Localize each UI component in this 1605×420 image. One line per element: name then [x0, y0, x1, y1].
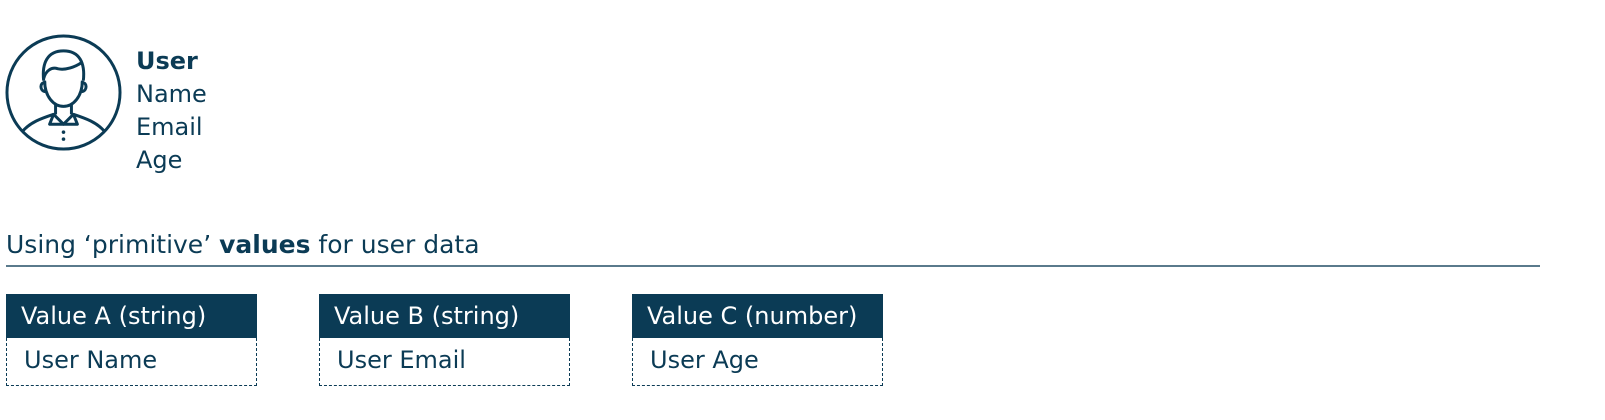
value-box-b: Value B (string) User Email: [319, 294, 570, 386]
caption: Using ‘primitive’ values for user data: [6, 230, 480, 259]
value-content: User Name: [6, 338, 257, 386]
value-header: Value C (number): [632, 294, 883, 338]
user-avatar-icon: [5, 34, 122, 151]
value-box-c: Value C (number) User Age: [632, 294, 883, 386]
user-fields-list: User Name Email Age: [136, 45, 207, 177]
value-box-a: Value A (string) User Name: [6, 294, 257, 386]
value-header: Value B (string): [319, 294, 570, 338]
caption-suffix: for user data: [310, 230, 480, 259]
caption-prefix: Using ‘primitive’: [6, 230, 220, 259]
caption-bold: values: [219, 230, 311, 259]
divider-line: [6, 265, 1540, 267]
user-field-age: Age: [136, 146, 183, 174]
value-content: User Email: [319, 338, 570, 386]
user-field-name: Name: [136, 80, 207, 108]
value-content: User Age: [632, 338, 883, 386]
user-field-email: Email: [136, 113, 203, 141]
value-header: Value A (string): [6, 294, 257, 338]
user-title: User: [136, 47, 198, 75]
